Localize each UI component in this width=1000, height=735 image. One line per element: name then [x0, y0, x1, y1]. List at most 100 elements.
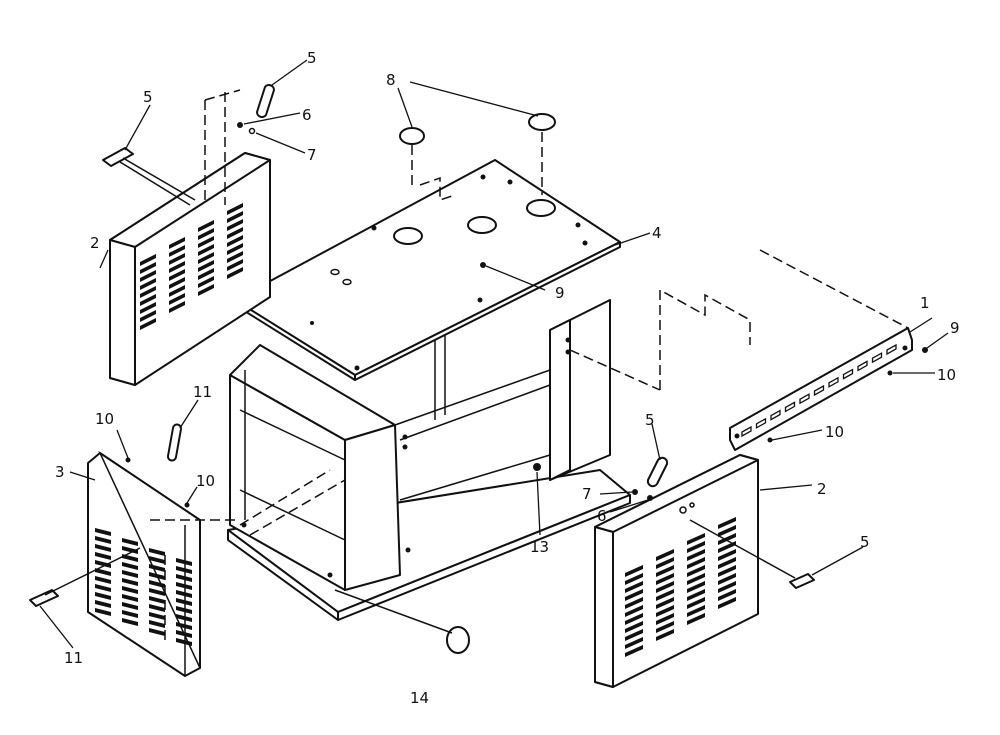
- louver-slot: [656, 613, 674, 625]
- louver-slot: [169, 253, 185, 265]
- louver-slot: [687, 565, 705, 577]
- louver-slot: [122, 586, 138, 594]
- louver-slot: [176, 638, 192, 646]
- louver-slot: [169, 285, 185, 297]
- louver-slot: [625, 589, 643, 601]
- leader-lines: [39, 59, 949, 649]
- louver-slot: [169, 245, 185, 257]
- callout-1: 1: [920, 294, 930, 312]
- louver-slot: [718, 533, 736, 545]
- louver-slot: [176, 566, 192, 574]
- callout-14: 14: [410, 689, 429, 707]
- louver-slot: [227, 227, 243, 239]
- callout-6b: 6: [597, 507, 607, 525]
- louver-slot: [140, 286, 156, 298]
- rail-slot: [813, 384, 825, 397]
- louver-slot: [149, 572, 165, 580]
- louver-slot: [656, 621, 674, 633]
- louver-slot: [625, 637, 643, 649]
- louver-slot: [122, 538, 138, 546]
- louver-slot: [95, 552, 111, 560]
- callout-10a: 10: [937, 366, 956, 384]
- louver-slot: [198, 276, 214, 288]
- louver-slot: [176, 606, 192, 614]
- louver-slot: [122, 578, 138, 586]
- louver-slot: [149, 588, 165, 596]
- louver-slot: [169, 293, 185, 305]
- louver-slot: [169, 301, 185, 313]
- louver-slot: [140, 270, 156, 282]
- louver-slot: [656, 565, 674, 577]
- louver-slot: [149, 580, 165, 588]
- louver-slot: [687, 557, 705, 569]
- louver-slot: [687, 549, 705, 561]
- louver-slot: [122, 594, 138, 602]
- louver-slot: [227, 251, 243, 263]
- louver-slot: [149, 564, 165, 572]
- louver-slot: [149, 628, 165, 636]
- louver-slot: [227, 235, 243, 247]
- louver-slot: [718, 565, 736, 577]
- callout-5a: 5: [307, 49, 317, 67]
- louver-slot: [169, 261, 185, 273]
- callout-4: 4: [652, 224, 662, 242]
- louver-slot: [140, 294, 156, 306]
- louver-slot: [149, 596, 165, 604]
- louver-slot: [625, 613, 643, 625]
- louver-slot: [95, 592, 111, 600]
- louver-slot: [625, 645, 643, 657]
- louver-slot: [198, 268, 214, 280]
- top-panel: [234, 159, 621, 381]
- callout-7b: 7: [582, 485, 592, 503]
- louver-slot: [176, 574, 192, 582]
- rail-slot: [741, 425, 752, 438]
- louver-slot: [176, 622, 192, 630]
- louver-slot: [176, 598, 192, 606]
- louver-slot: [140, 310, 156, 322]
- louver-slot: [122, 602, 138, 610]
- louver-slot: [122, 610, 138, 618]
- louver-slot: [176, 630, 192, 638]
- louver-slot: [687, 533, 705, 545]
- louver-slot: [718, 581, 736, 593]
- louver-slot: [95, 608, 111, 616]
- louver-slot: [176, 590, 192, 598]
- louver-slot: [656, 573, 674, 585]
- louver-slot: [122, 618, 138, 626]
- louver-slot: [95, 600, 111, 608]
- rail-slot: [871, 352, 883, 364]
- louver-slot: [227, 259, 243, 271]
- rail-slot: [886, 343, 897, 356]
- rail-slot: [842, 368, 854, 380]
- louver-slot: [227, 267, 243, 279]
- louver-slot: [656, 549, 674, 561]
- louver-slot: [122, 546, 138, 554]
- louver-slot: [198, 236, 214, 248]
- rail-slot: [799, 393, 810, 405]
- louver-slot: [169, 277, 185, 289]
- louver-slot: [656, 605, 674, 617]
- louver-slot: [176, 614, 192, 622]
- louver-slot: [656, 581, 674, 593]
- louver-slot: [140, 254, 156, 266]
- callout-8: 8: [386, 71, 396, 89]
- louver-slot: [149, 604, 165, 612]
- callout-9a: 9: [555, 284, 565, 302]
- louver-slot: [718, 589, 736, 601]
- louver-slot: [687, 589, 705, 601]
- louver-slot: [198, 252, 214, 264]
- louver-slot: [227, 203, 243, 215]
- callout-5c: 5: [645, 411, 655, 429]
- louver-slot: [198, 228, 214, 240]
- louver-slot: [718, 525, 736, 537]
- front-panel-3: [87, 450, 240, 677]
- rail-slot: [770, 409, 781, 421]
- louvers: [625, 517, 736, 657]
- louver-slot: [140, 318, 156, 330]
- rail-slot: [828, 376, 839, 388]
- cabinet-frame: [227, 299, 631, 621]
- rail-slots: [741, 343, 897, 438]
- louver-slot: [95, 544, 111, 552]
